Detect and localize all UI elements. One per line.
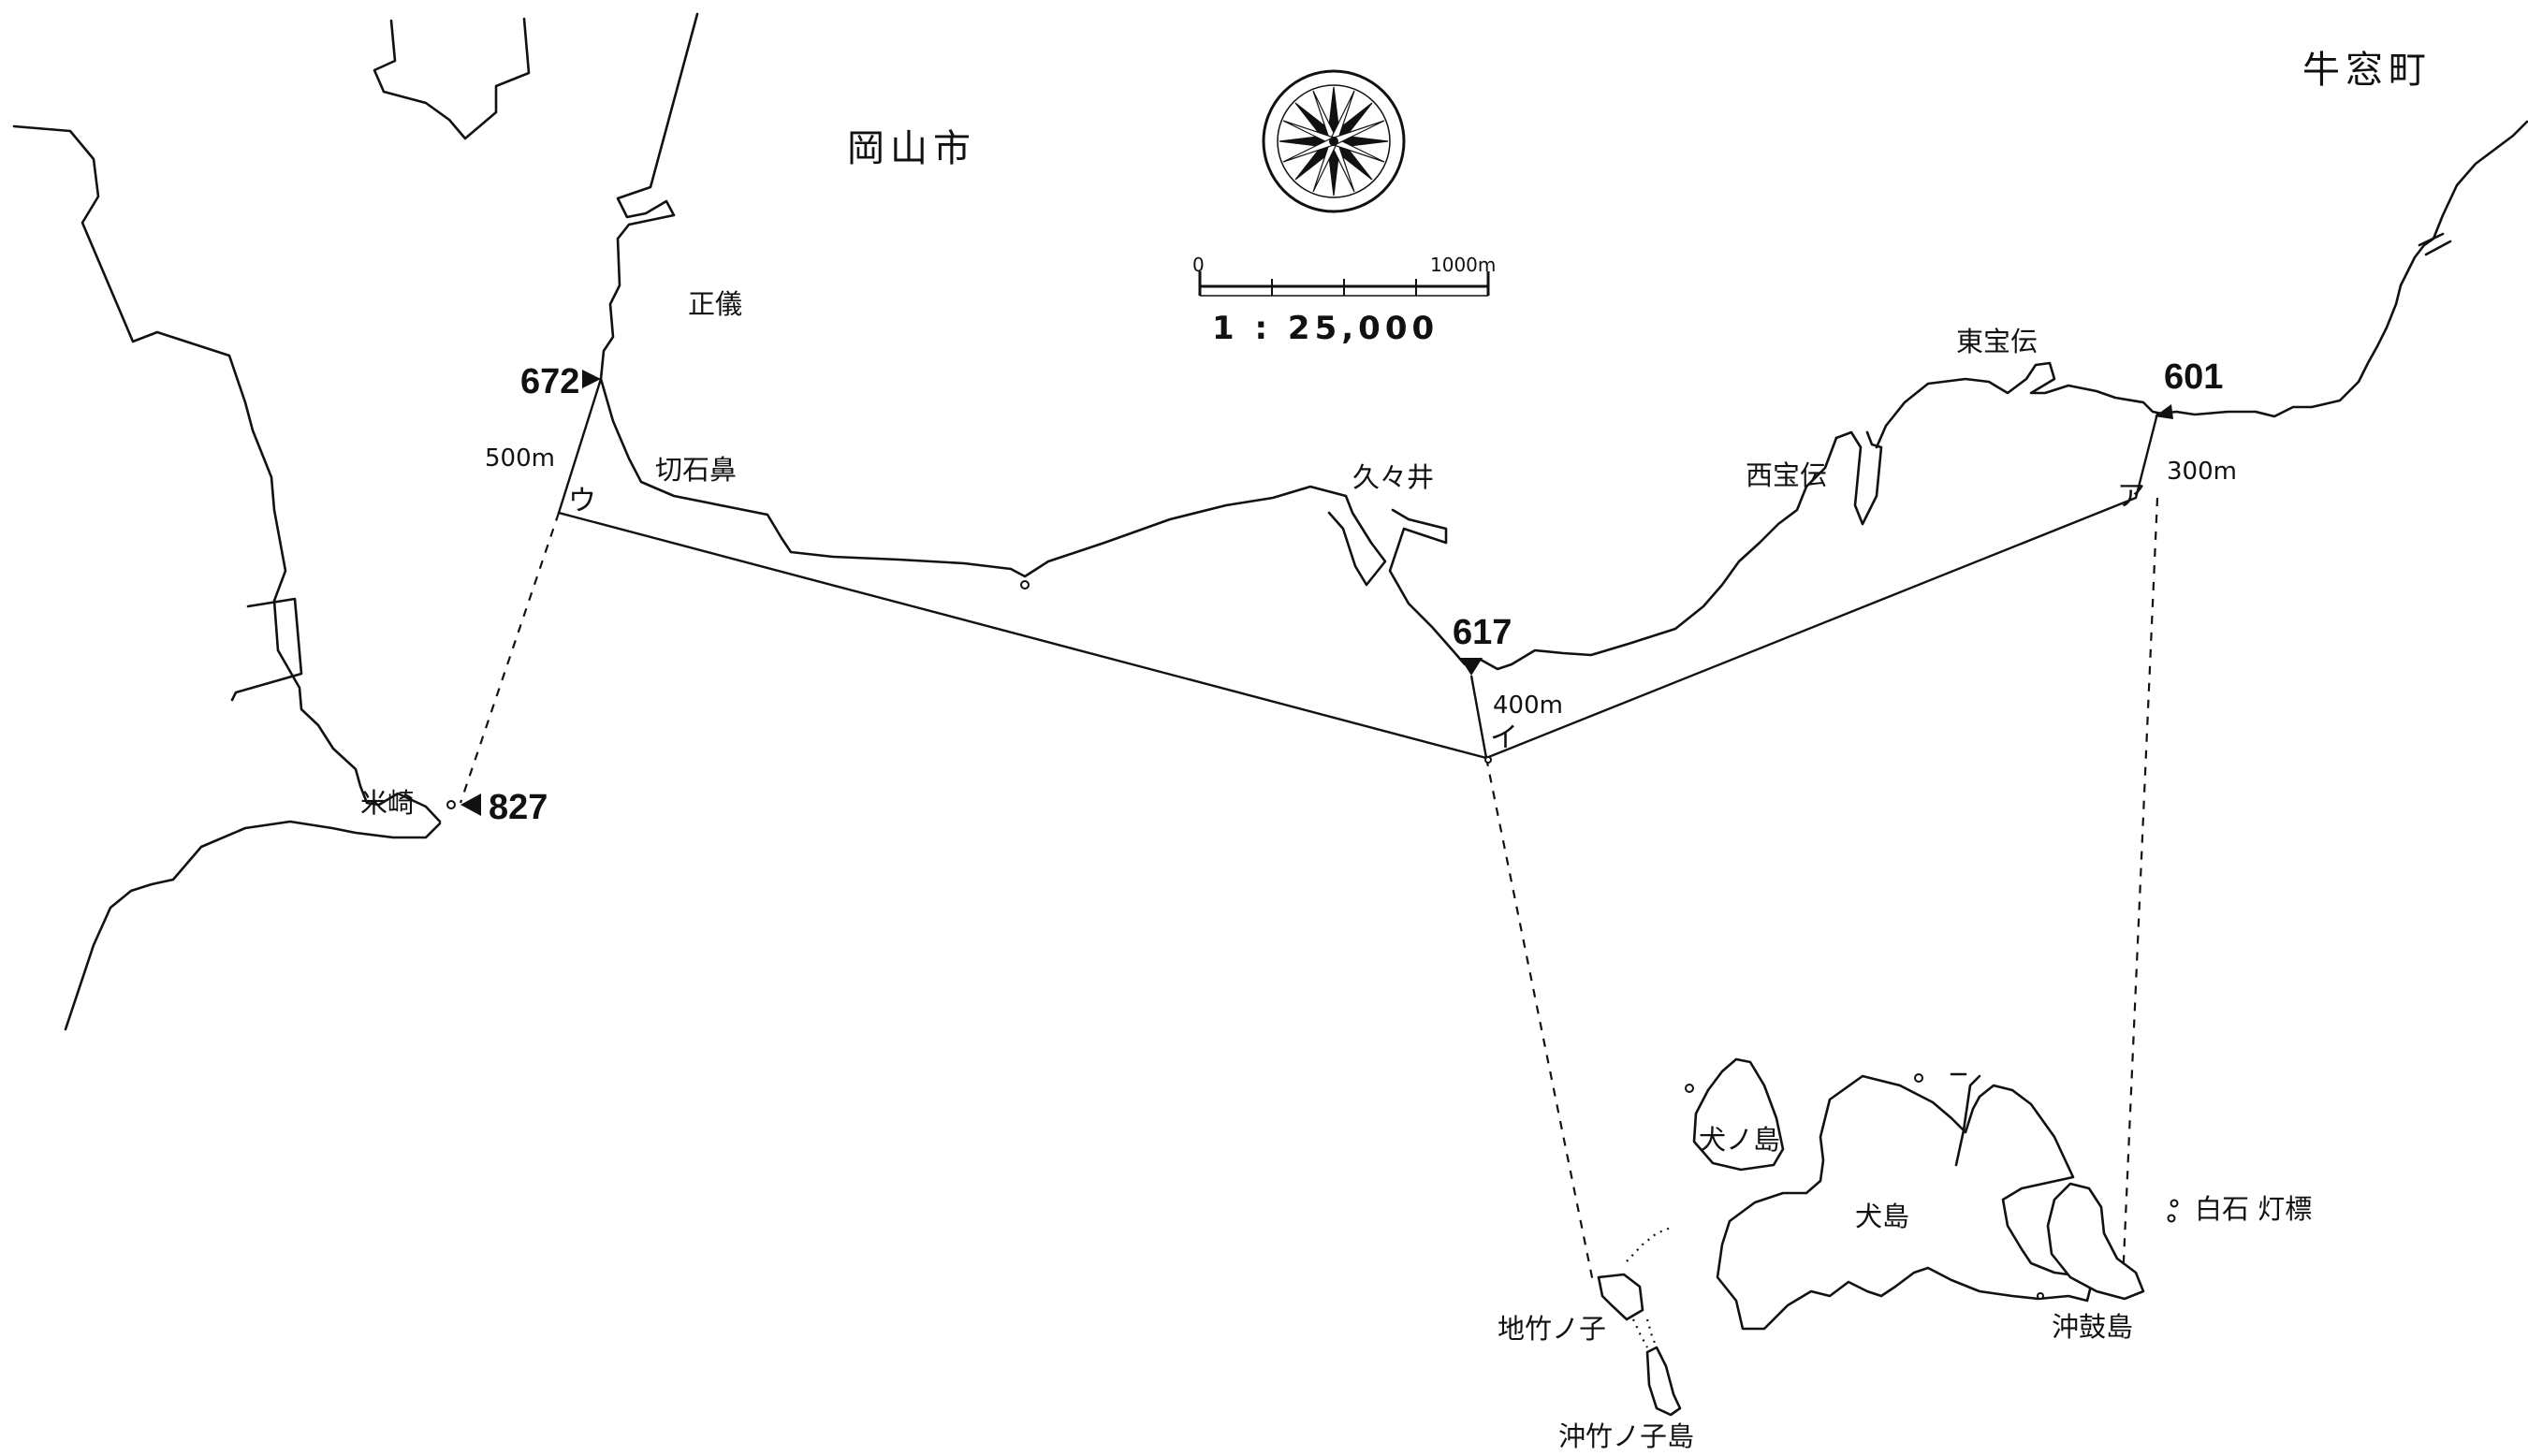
station-672: 672 (520, 362, 601, 401)
place-okitakenokojima: 沖竹ノ子島 (1558, 1420, 1694, 1452)
distance-300m: 300m (2167, 458, 2237, 486)
triangle-marker-icon (582, 370, 601, 388)
triangle-marker-icon (2155, 404, 2173, 419)
sight-line-a-okitsuzumi (2121, 497, 2159, 1283)
nishi-hoden-pier (1834, 430, 1883, 526)
compass-rose-icon (1262, 69, 1406, 213)
place-shiraishi-beacon: 白石 灯標 (2195, 1193, 2312, 1225)
scale-end-label: 1000m (1430, 254, 1496, 276)
place-inujima: 犬島 (1855, 1201, 1909, 1232)
sight-line-u-827 (459, 512, 561, 804)
corner-a: ア (2117, 480, 2145, 513)
island-inunoshima (1692, 1057, 1785, 1172)
triangle-marker-icon (1460, 658, 1483, 676)
corner-u: ウ (568, 485, 596, 517)
corner-i: イ (1490, 721, 1518, 754)
harbor-northwest (373, 17, 531, 140)
place-kiriishibana: 切石鼻 (655, 454, 737, 486)
station-617-label: 617 (1453, 613, 1512, 652)
distance-400m: 400m (1493, 692, 1563, 720)
place-jitakenoko: 地竹ノ子 (1498, 1313, 1606, 1345)
coastline-west (12, 124, 442, 823)
ushimado-jetty (2418, 232, 2452, 256)
coastline-west-pier (230, 597, 303, 702)
place-inunoshima: 犬ノ島 (1699, 1124, 1780, 1156)
reef-jitakenoko-north (1626, 1226, 1672, 1262)
place-shogi: 正儀 (688, 288, 742, 320)
scale-bar: 0 1000m 1 : 25,000 (1192, 254, 1496, 347)
station-827-label: 827 (489, 788, 548, 827)
place-kukui: 久々井 (1352, 461, 1434, 493)
island-inujima (1716, 1074, 2094, 1331)
scale-start-label: 0 (1192, 254, 1205, 276)
station-827: 827 (460, 788, 548, 827)
station-601: 601 (2155, 357, 2223, 419)
place-yonezaki: 米崎 (360, 787, 415, 819)
coastline-kiriishibana-kukui (599, 377, 1387, 587)
reef-between-takenoko (1632, 1318, 1659, 1348)
kukui-breakwater (1388, 508, 1483, 666)
coastline-617-hoden (1479, 436, 1838, 671)
place-nishi-hoden: 西宝伝 (1746, 459, 1827, 491)
region-ushimado-town: 牛窓町 (2302, 49, 2432, 92)
station-672-label: 672 (520, 362, 579, 401)
island-okitsuzumijima (2046, 1182, 2145, 1301)
distance-500m: 500m (485, 444, 555, 473)
coastline-hoden-601 (1875, 361, 2164, 449)
station-617: 617 (1453, 613, 1512, 676)
island-jitakenoko (1597, 1273, 1644, 1321)
triangle-marker-icon (460, 794, 481, 816)
inujima-pier (1950, 1072, 1981, 1167)
coastline-south-west (64, 820, 442, 1031)
island-okitakenokojima (1645, 1346, 1682, 1417)
survey-boundary-617-link (1469, 675, 1488, 759)
scale-ratio: 1 : 25,000 (1212, 310, 1439, 347)
coastline-shogi (599, 12, 699, 381)
coastline-ushimado (2160, 120, 2528, 418)
small-rocks (446, 580, 2179, 1300)
place-okitsuzumijima: 沖鼓島 (2052, 1311, 2133, 1343)
region-okayama-city: 岡山市 (847, 127, 976, 170)
sight-line-i-jitakenoko (1484, 757, 1595, 1283)
station-601-label: 601 (2164, 357, 2223, 397)
place-higashi-hoden: 東宝伝 (1956, 326, 2038, 357)
